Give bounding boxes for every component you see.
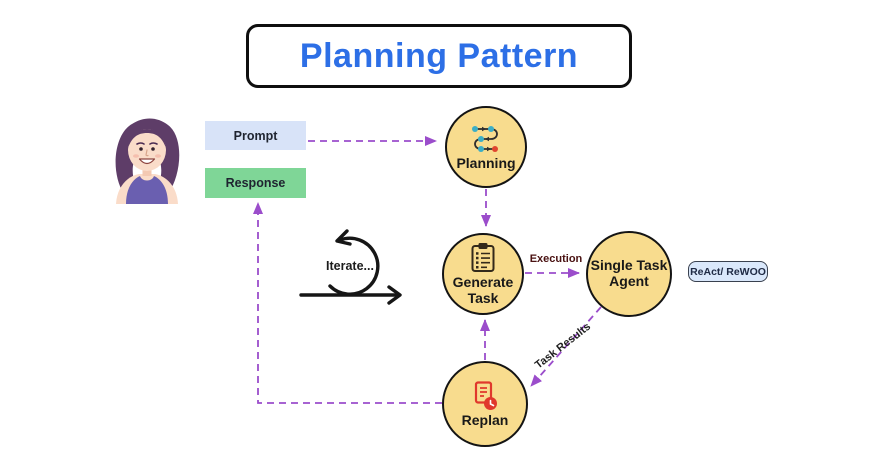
diagram-title: Planning Pattern [299,36,579,75]
node-single-task-agent: Single Task Agent [586,231,672,317]
clipboard-checklist-icon [471,242,495,272]
edge-replan-to-response [253,202,442,404]
react-rewoo-badge: ReAct/ ReWOO [688,261,768,282]
document-refresh-icon [474,381,497,410]
iterate-label: Iterate... [326,259,374,273]
user-avatar [102,106,192,204]
node-replan-label: Replan [461,411,509,428]
route-steps-icon [472,125,498,152]
woman-avatar-illustration [115,118,180,204]
node-generate-task-label: Generate Task [452,273,514,306]
node-single-task-agent-label: Single Task Agent [590,257,668,289]
diagram-title-box: Planning Pattern [246,24,632,88]
iterate-loop-icon [299,229,402,305]
edge-single-task-agent-to-replan [530,306,602,387]
node-planning-label: Planning [456,154,516,171]
response-box: Response [205,168,306,198]
node-generate-task: Generate Task [442,233,524,315]
prompt-box: Prompt [205,121,306,150]
node-planning: Planning [445,106,527,188]
edge-label-execution: Execution [529,253,583,265]
node-replan: Replan [442,361,528,447]
